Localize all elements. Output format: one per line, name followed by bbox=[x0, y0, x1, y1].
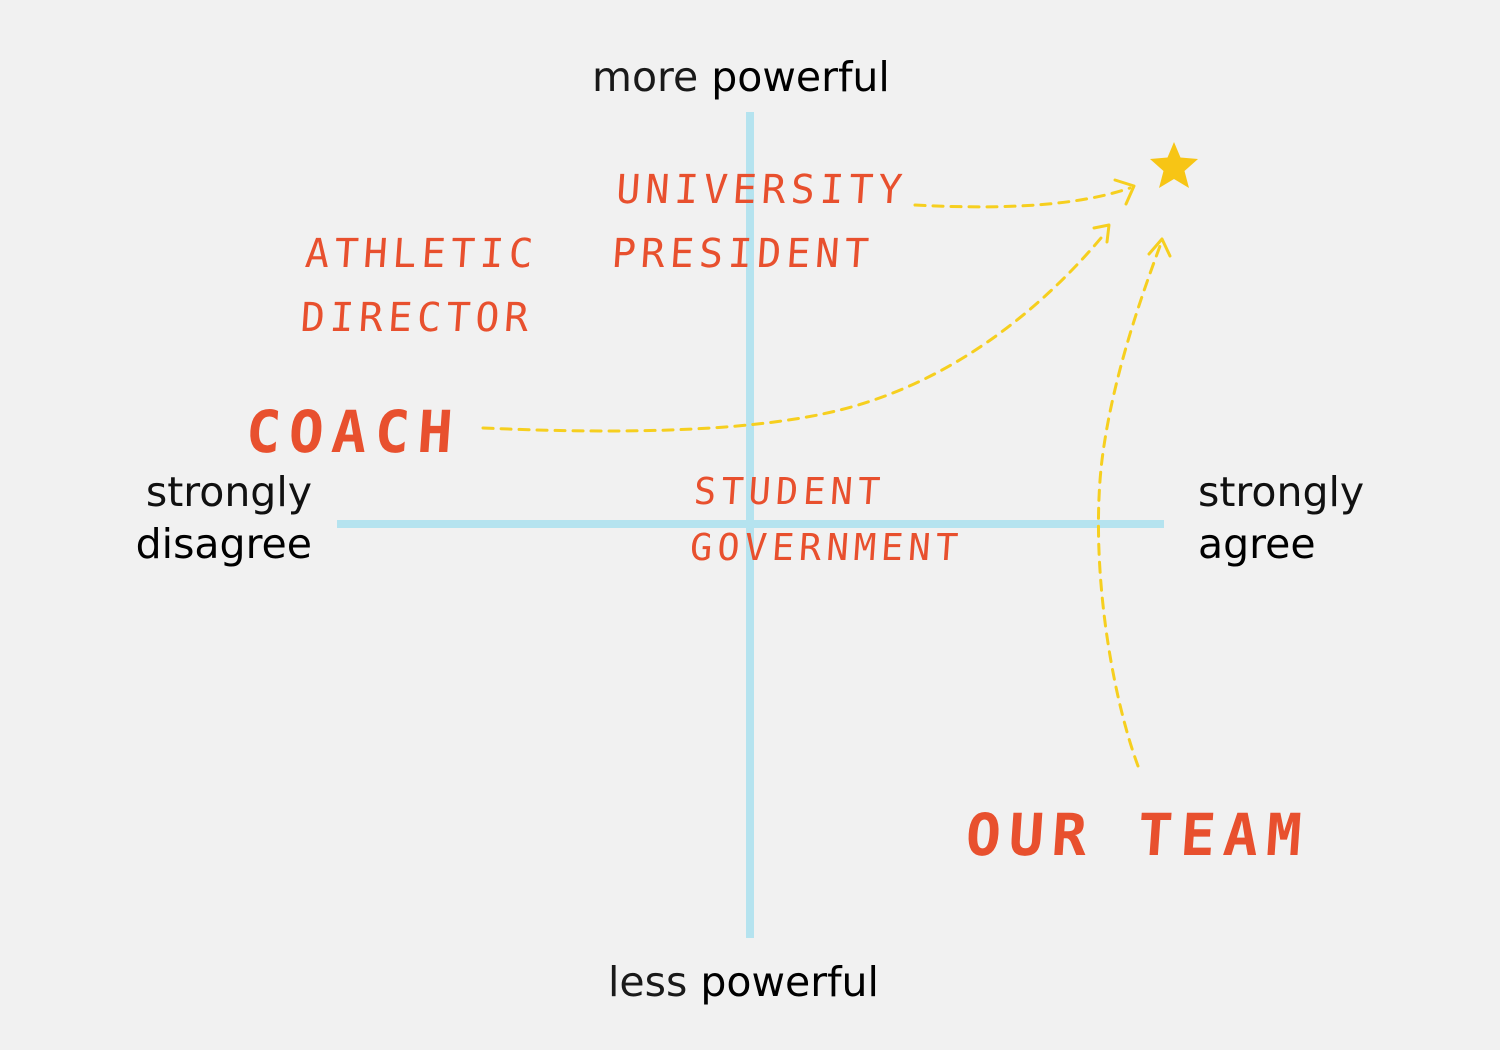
arrowhead-coach bbox=[1092, 223, 1111, 244]
arrow-university-president bbox=[913, 186, 1132, 209]
axis-label-right: strongly agree bbox=[1198, 466, 1364, 570]
axis-label-left: strongly disagree bbox=[136, 466, 312, 570]
stakeholder-athletic-director-line-2: DIRECTOR bbox=[299, 295, 536, 341]
star-icon bbox=[1150, 142, 1198, 188]
stakeholder-student-government-line-1: STUDENT bbox=[692, 470, 887, 513]
axis-left-term: disagree bbox=[135, 520, 312, 568]
arrow-coach bbox=[481, 230, 1108, 433]
stakeholder-university-president: UNIVERSITY PRESIDENT bbox=[610, 158, 910, 286]
axis-bottom-qualifier: less bbox=[608, 958, 688, 1006]
axis-right-term: agree bbox=[1198, 520, 1316, 568]
axis-label-bottom: less powerful bbox=[608, 962, 879, 1003]
stakeholder-coach: COACH bbox=[243, 398, 463, 466]
axis-label-top: more powerful bbox=[592, 57, 890, 98]
stakeholder-university-president-line-2: PRESIDENT bbox=[610, 231, 876, 277]
arrow-our-team bbox=[1096, 244, 1162, 768]
axis-right-qualifier: strongly bbox=[1198, 468, 1365, 516]
stakeholder-athletic-director-line-1: ATHLETIC bbox=[303, 231, 540, 277]
axis-bottom-term: powerful bbox=[700, 958, 879, 1006]
stakeholder-athletic-director: ATHLETIC DIRECTOR bbox=[299, 222, 541, 350]
stakeholder-university-president-line-1: UNIVERSITY bbox=[614, 167, 909, 213]
stakeholder-our-team: OUR TEAM bbox=[963, 801, 1312, 869]
axis-top-qualifier: more bbox=[592, 53, 699, 101]
arrowhead-university-president bbox=[1113, 178, 1136, 206]
stakeholder-student-government-line-2: GOVERNMENT bbox=[688, 526, 965, 569]
axis-left-qualifier: strongly bbox=[145, 468, 312, 516]
arrowhead-our-team bbox=[1147, 237, 1172, 258]
stakeholder-student-government: STUDENT GOVERNMENT bbox=[688, 464, 969, 576]
axis-top-term: powerful bbox=[711, 53, 890, 101]
